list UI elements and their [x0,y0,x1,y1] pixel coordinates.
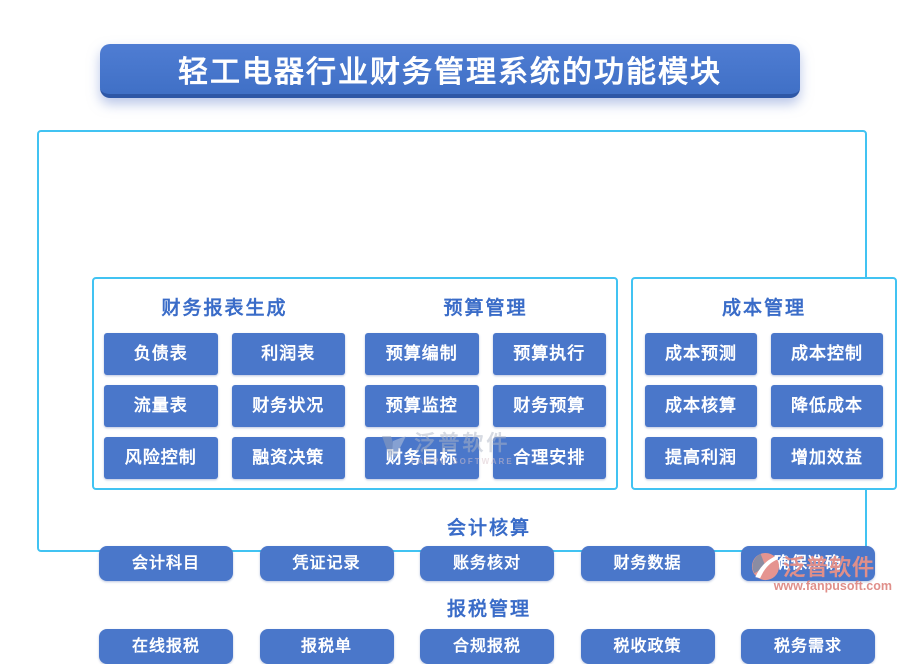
module-button[interactable]: 财务目标 [365,437,479,479]
main-container: 泛普软件 FANPU SOFTWARE 财务报表生成 负债表 利润表 流量表 财… [37,130,897,664]
module-button[interactable]: 提高利润 [645,437,757,479]
module-button[interactable]: 成本控制 [771,333,883,375]
panel-reports-budget: 财务报表生成 负债表 利润表 流量表 财务状况 风险控制 融资决策 预算管理 预… [92,277,618,490]
module-button[interactable]: 融资决策 [231,437,345,479]
module-button[interactable]: 税收政策 [580,629,715,664]
financial-reports-header: 财务报表生成 [161,298,288,319]
module-button[interactable]: 凭证记录 [259,546,394,581]
fanpu-logo: 泛普软件 www.fanpusoft.com [750,550,892,593]
module-button[interactable]: 合理安排 [492,437,606,479]
module-button[interactable]: 降低成本 [771,385,883,427]
module-button[interactable]: 流量表 [104,385,218,427]
module-button[interactable]: 预算执行 [492,333,606,375]
module-button[interactable]: 合规报税 [420,629,554,664]
accounting-row: 会计科目 凭证记录 账务核对 财务数据 确保准确 [99,546,875,581]
module-button[interactable]: 成本核算 [645,385,757,427]
module-button[interactable]: 在线报税 [99,629,233,664]
group-cost-management: 成本管理 成本预测 成本控制 成本核算 降低成本 提高利润 增加效益 [633,279,895,479]
module-button[interactable]: 财务状况 [231,385,345,427]
fanpu-logo-icon [750,551,781,582]
cost-management-header: 成本管理 [721,298,806,319]
fanpu-logo-name: 泛普软件 [783,555,876,580]
tax-filing-header: 报税管理 [446,599,531,620]
module-button[interactable]: 财务数据 [580,546,715,581]
module-button[interactable]: 预算监控 [365,385,479,427]
page-title: 轻工电器行业财务管理系统的功能模块 [100,44,800,98]
cost-management-grid: 成本预测 成本控制 成本核算 降低成本 提高利润 增加效益 [645,333,883,479]
module-button[interactable]: 财务预算 [492,385,606,427]
module-button[interactable]: 预算编制 [365,333,479,375]
financial-reports-grid: 负债表 利润表 流量表 财务状况 风险控制 融资决策 [104,333,345,479]
module-button[interactable]: 报税单 [259,629,394,664]
fanpu-logo-url[interactable]: www.fanpusoft.com [773,579,892,593]
panel-cost-management: 成本管理 成本预测 成本控制 成本核算 降低成本 提高利润 增加效益 [631,277,897,490]
budget-management-header: 预算管理 [443,298,528,319]
module-button[interactable]: 利润表 [231,333,345,375]
tax-filing-row: 在线报税 报税单 合规报税 税收政策 税务需求 [99,629,875,664]
group-budget-management: 预算管理 预算编制 预算执行 预算监控 财务预算 财务目标 合理安排 [355,279,616,488]
module-button[interactable]: 增加效益 [771,437,883,479]
module-button[interactable]: 负债表 [104,333,218,375]
module-button[interactable]: 风险控制 [104,437,218,479]
accounting-header: 会计核算 [446,518,531,539]
module-button[interactable]: 成本预测 [645,333,757,375]
module-button[interactable]: 会计科目 [99,546,233,581]
budget-management-grid: 预算编制 预算执行 预算监控 财务预算 财务目标 合理安排 [365,333,606,479]
group-financial-reports: 财务报表生成 负债表 利润表 流量表 财务状况 风险控制 融资决策 [94,279,355,488]
module-button[interactable]: 税务需求 [741,629,875,664]
module-button[interactable]: 账务核对 [420,546,554,581]
